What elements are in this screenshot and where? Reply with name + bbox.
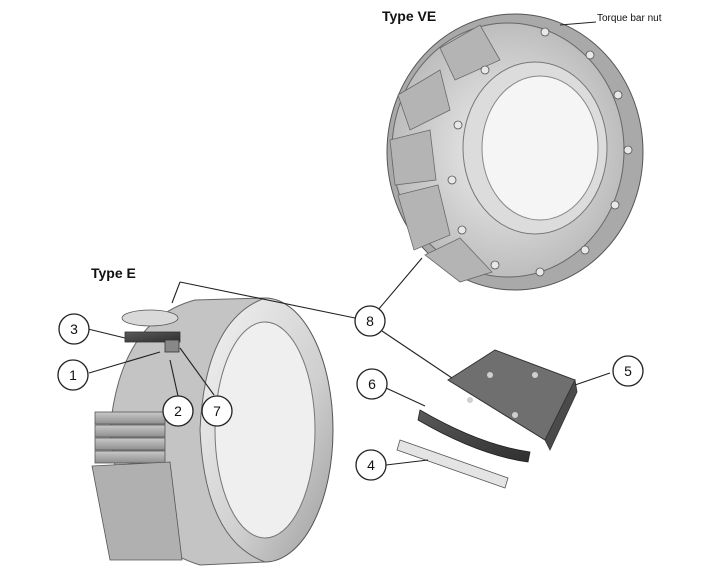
type-e-title: Type E [91, 265, 136, 281]
svg-text:1: 1 [69, 367, 77, 383]
callout-4: 4 [355, 449, 387, 481]
brake-shoe-part [417, 409, 531, 463]
svg-text:2: 2 [174, 403, 182, 419]
callout-8: 8 [354, 305, 386, 337]
type-ve-title: Type VE [382, 8, 436, 24]
type-e-tube-assembly [121, 309, 181, 353]
svg-text:6: 6 [368, 376, 376, 392]
type-e-friction-blocks [91, 411, 183, 561]
callout-1: 1 [57, 359, 89, 391]
svg-text:5: 5 [624, 363, 632, 379]
leader-lines [87, 21, 611, 466]
svg-text:8: 8 [366, 313, 374, 329]
callout-6: 6 [356, 368, 388, 400]
callout-7: 7 [201, 395, 233, 427]
svg-text:7: 7 [213, 403, 221, 419]
svg-text:3: 3 [70, 321, 78, 337]
ve-torque-bar-nuts [447, 27, 633, 277]
ve-friction-blocks [389, 24, 501, 283]
torque-bar-nut-label: Torque bar nut [597, 13, 662, 24]
svg-text:4: 4 [367, 457, 375, 473]
friction-block-part [447, 349, 578, 451]
torque-bar-part [396, 439, 509, 489]
type-e-clutch [91, 297, 334, 566]
callout-5: 5 [612, 355, 644, 387]
callout-3: 3 [58, 313, 90, 345]
type-ve-clutch [386, 13, 644, 291]
callout-2: 2 [162, 395, 194, 427]
